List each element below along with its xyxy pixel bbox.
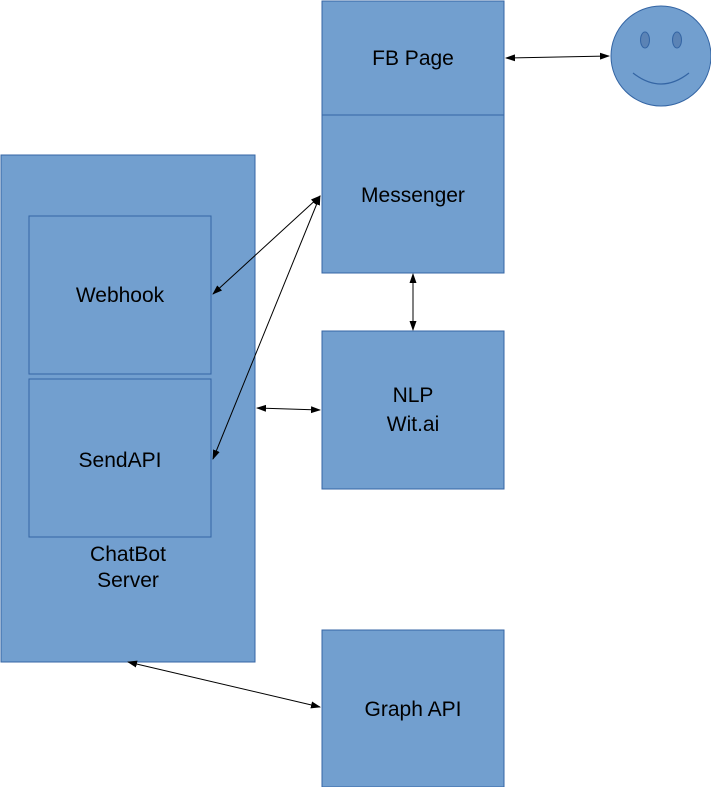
face-circle <box>610 5 711 107</box>
graph-api-node: Graph API <box>321 629 505 787</box>
chatbot-server-label-line2: Server <box>97 569 159 592</box>
graph-api-label: Graph API <box>365 698 462 721</box>
fb-page-box <box>321 0 505 116</box>
messenger-node: Messenger <box>321 114 505 274</box>
right-eye <box>672 31 682 49</box>
webhook-box <box>28 215 212 375</box>
edge-messenger-sendapi <box>212 195 321 460</box>
fb-page-label: FB Page <box>372 47 454 70</box>
smiley-face-icon <box>610 5 711 107</box>
nlp-label-line2: Wit.ai <box>387 413 440 436</box>
nlp-node: NLP Wit.ai <box>321 330 505 490</box>
graph-api-box <box>321 629 505 787</box>
sendapi-node: SendAPI <box>28 378 212 538</box>
smile-mouth <box>632 72 690 85</box>
webhook-label: Webhook <box>76 284 165 307</box>
chatbot-server-label-line1: ChatBot <box>90 543 166 566</box>
messenger-box <box>321 114 505 274</box>
sendapi-label: SendAPI <box>79 449 162 472</box>
left-eye <box>640 31 650 49</box>
nlp-label-line1: NLP <box>393 384 434 407</box>
edge-chatbot-nlp <box>256 404 321 414</box>
fb-page-node: FB Page <box>321 0 505 116</box>
messenger-label: Messenger <box>361 184 465 207</box>
edge-fbpage-user <box>505 52 610 62</box>
nlp-box <box>321 330 505 490</box>
webhook-node: Webhook <box>28 215 212 375</box>
sendapi-box <box>28 378 212 538</box>
connectors <box>127 52 610 709</box>
edge-chatbot-graphapi <box>127 660 321 709</box>
